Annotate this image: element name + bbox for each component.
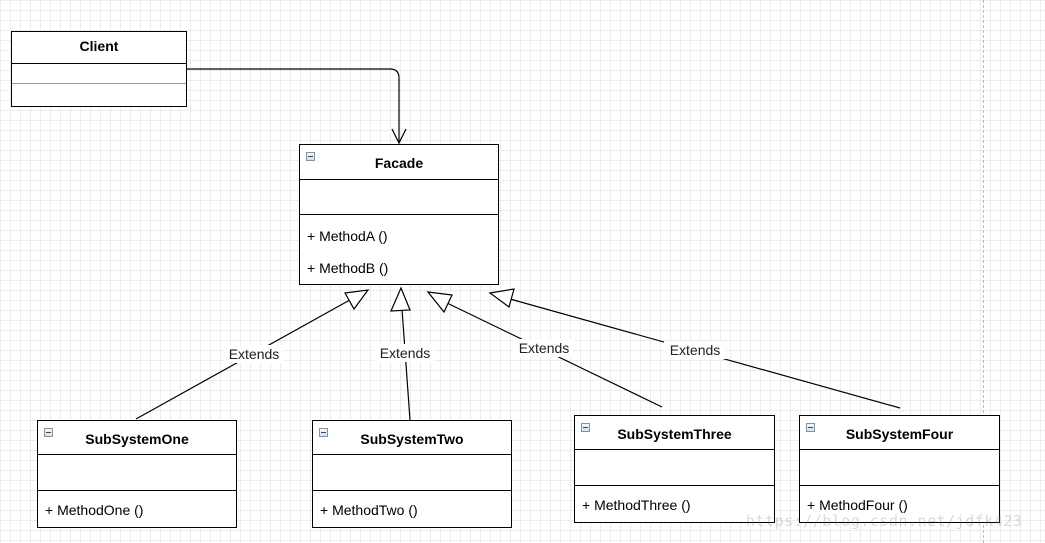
class-name-text: SubSystemFour [845, 426, 954, 442]
method-item[interactable]: + MethodB () [307, 260, 389, 276]
generalization-triangle-icon [390, 286, 411, 312]
edge-label: Extends [229, 346, 280, 362]
generalization-triangle-icon [344, 289, 370, 311]
class-name: Client [12, 32, 186, 64]
attributes-section [300, 180, 498, 215]
edge-subsystemtwo-facade [401, 308, 411, 421]
class-subsystemone[interactable]: SubSystemOne + MethodOne () [37, 420, 237, 528]
method-item[interactable]: + MethodTwo () [320, 502, 418, 518]
class-name-text: SubSystemThree [617, 426, 732, 442]
method-item[interactable]: + MethodOne () [45, 502, 144, 518]
methods-section: + MethodFour () [800, 486, 999, 515]
class-name-text: SubSystemTwo [360, 431, 464, 447]
edge-label: Extends [670, 342, 721, 358]
class-name-text: Facade [374, 155, 424, 171]
methods-section: + MethodA () + MethodB () [300, 215, 498, 279]
class-client[interactable]: Client [11, 31, 187, 107]
class-name-text: SubSystemOne [85, 431, 189, 447]
class-subsystemfour[interactable]: SubSystemFour + MethodFour () [799, 415, 1000, 523]
methods-section: + MethodOne () [38, 491, 236, 520]
attributes-section [38, 455, 236, 491]
class-name-text: Client [79, 38, 119, 54]
generalization-triangle-icon [488, 288, 515, 308]
collapse-icon[interactable] [581, 423, 590, 432]
edge-client-facade [187, 68, 400, 143]
class-subsystemthree[interactable]: SubSystemThree + MethodThree () [574, 415, 775, 523]
generalization-triangle-icon [426, 291, 453, 314]
attributes-section [12, 64, 186, 84]
methods-section: + MethodTwo () [313, 491, 511, 520]
class-name: SubSystemFour [800, 416, 999, 450]
class-facade[interactable]: Facade + MethodA () + MethodB () [299, 144, 499, 285]
page-boundary-line [983, 0, 984, 543]
method-item[interactable]: + MethodA () [307, 228, 388, 244]
collapse-icon[interactable] [806, 423, 815, 432]
methods-section: + MethodThree () [575, 486, 774, 515]
edge-label: Extends [519, 340, 570, 356]
class-name: Facade [300, 145, 498, 180]
class-name: SubSystemOne [38, 421, 236, 455]
methods-section [12, 84, 186, 106]
edge-label: Extends [380, 345, 431, 361]
watermark: https://blog.csdn.net/jdfk423 [746, 512, 1023, 530]
collapse-icon[interactable] [306, 152, 315, 161]
method-item[interactable]: + MethodFour () [807, 497, 908, 513]
attributes-section [800, 450, 999, 486]
collapse-icon[interactable] [44, 428, 53, 437]
arrowhead-open-icon [391, 128, 407, 145]
class-name: SubSystemTwo [313, 421, 511, 455]
collapse-icon[interactable] [319, 428, 328, 437]
class-name: SubSystemThree [575, 416, 774, 450]
attributes-section [313, 455, 511, 491]
class-subsystemtwo[interactable]: SubSystemTwo + MethodTwo () [312, 420, 512, 528]
method-item[interactable]: + MethodThree () [582, 497, 691, 513]
attributes-section [575, 450, 774, 486]
